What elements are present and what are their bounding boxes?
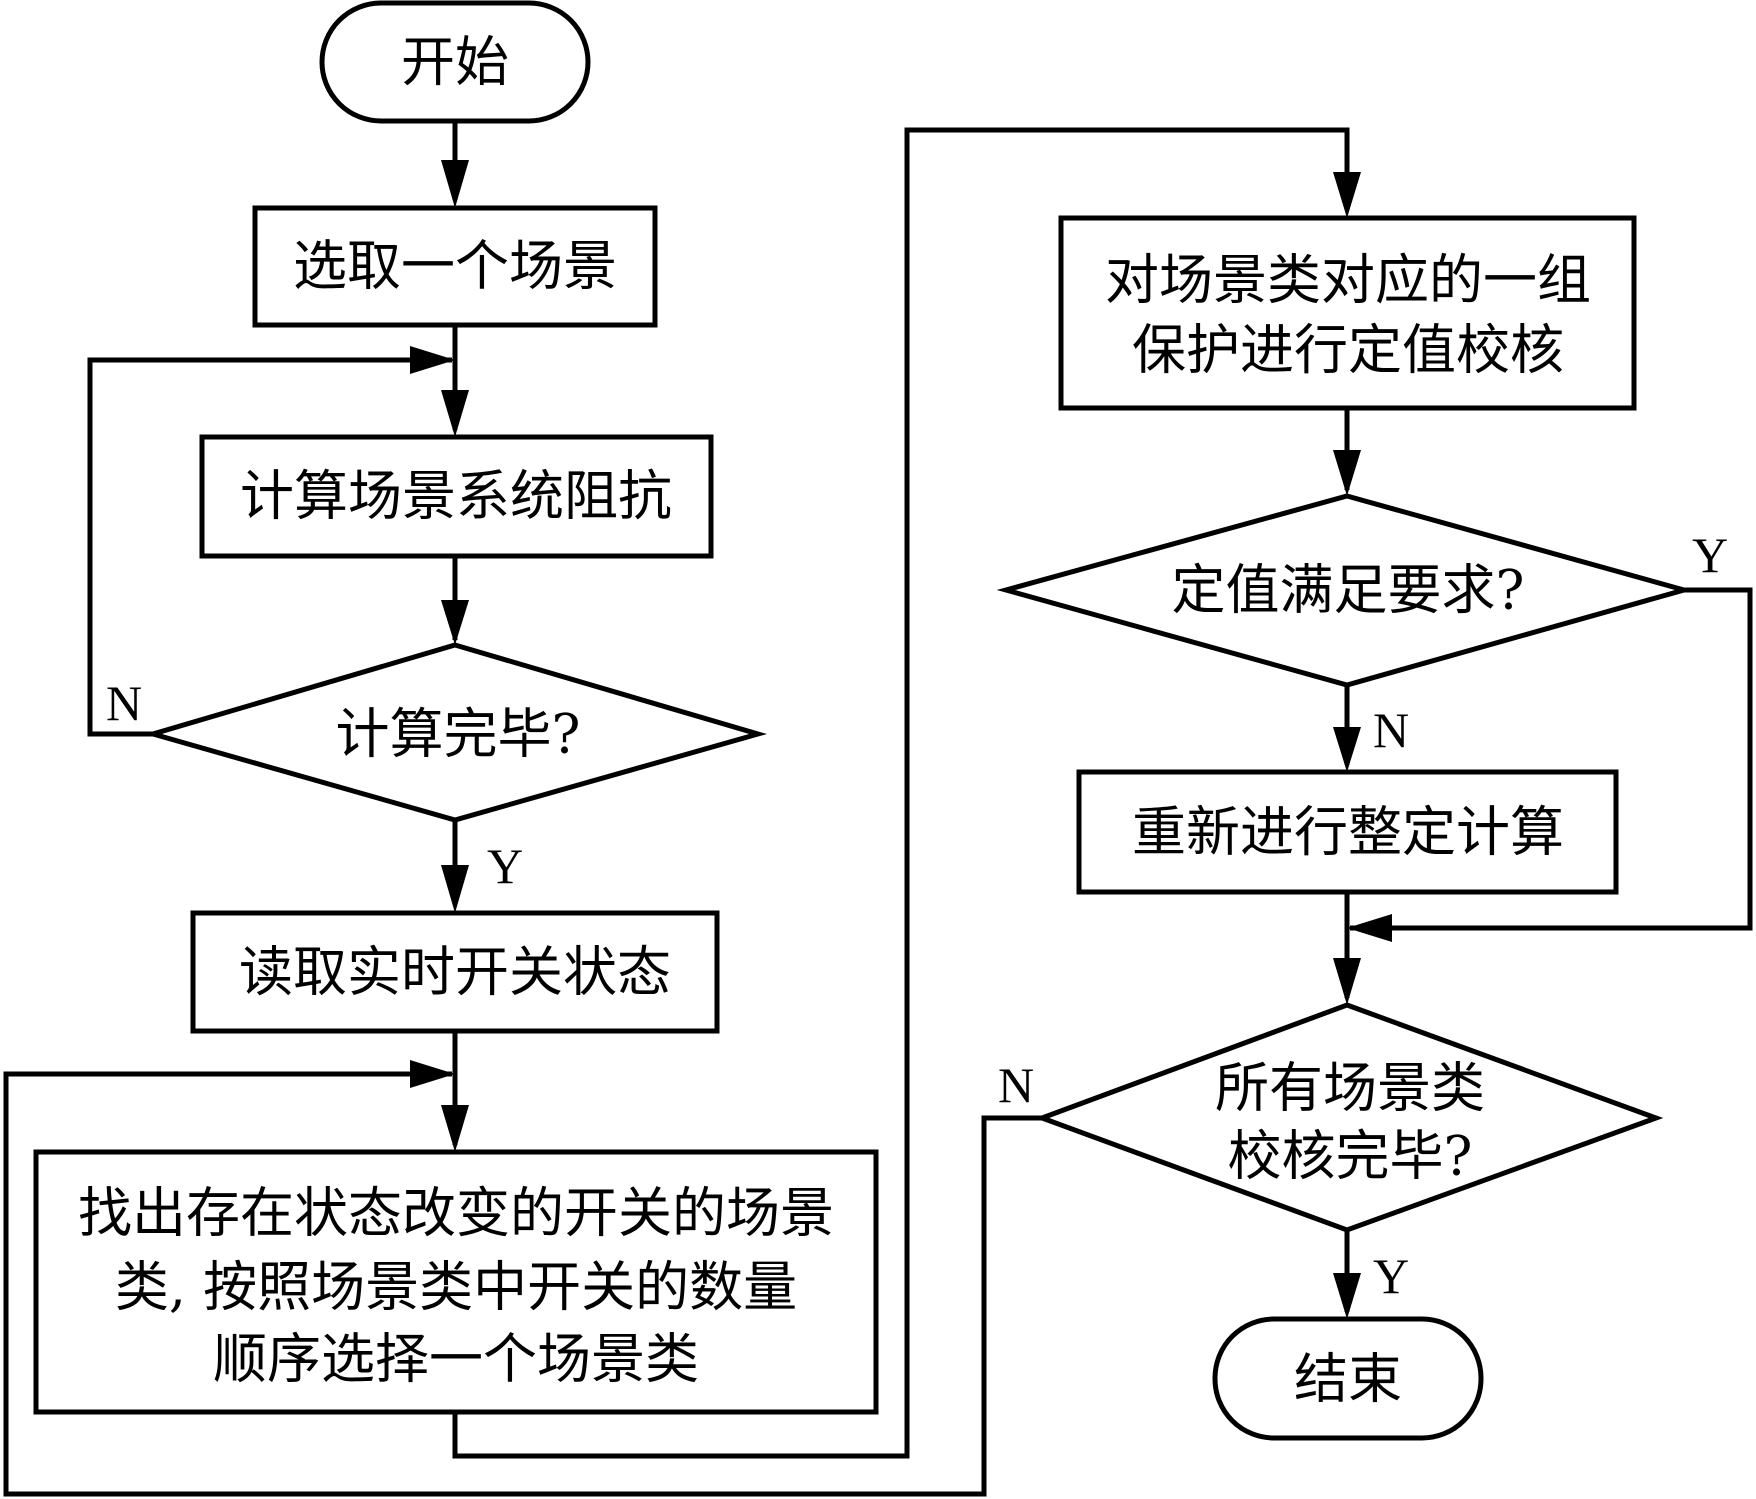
all-checked-yes-label: Y — [1373, 1248, 1409, 1304]
edge-settings-ok-yes — [1350, 587, 1753, 931]
start-label: 开始 — [401, 31, 509, 94]
check-settings-line-2: 保护进行定值校核 — [1132, 319, 1564, 382]
edge-all-checked-no-loop — [3, 1071, 1042, 1497]
settings-ok-yes-label: Y — [1692, 527, 1728, 583]
arrowhead-right-icon — [410, 346, 455, 374]
decision-settings-ok: 定值满足要求? — [996, 493, 1694, 688]
settings-ok-no-label: N — [1373, 702, 1409, 758]
calc-impedance-label: 计算场景系统阻抗 — [240, 465, 672, 528]
start-terminal: 开始 — [319, 0, 591, 124]
arrowhead-down-icon — [1333, 1273, 1361, 1319]
find-class-line-3: 顺序选择一个场景类 — [213, 1328, 699, 1391]
settings-ok-label: 定值满足要求? — [1172, 559, 1525, 622]
edge-calc-done-no-loop — [87, 357, 452, 737]
arrowhead-down-icon — [441, 160, 469, 208]
process-read-switch: 读取实时开关状态 — [190, 910, 720, 1034]
calc-done-yes-label: Y — [487, 838, 523, 894]
all-checked-line-2: 校核完毕? — [1228, 1125, 1473, 1188]
arrowhead-down-icon — [441, 1105, 469, 1152]
edge-find-class-to-check-settings — [452, 127, 1350, 1459]
check-settings-line-1: 对场景类对应的一组 — [1105, 249, 1591, 312]
arrowhead-right-icon — [410, 1060, 455, 1088]
calc-done-no-label: N — [106, 675, 142, 731]
decision-calc-done: 计算完毕? — [144, 642, 768, 823]
find-class-line-1: 找出存在状态改变的开关的场景 — [78, 1182, 834, 1245]
process-find-class: 找出存在状态改变的开关的场景 类, 按照场景类中开关的数量 顺序选择一个场景类 — [33, 1149, 879, 1415]
arrowhead-left-icon — [1347, 914, 1392, 942]
arrowhead-down-icon — [441, 600, 469, 645]
arrowhead-down-icon — [441, 390, 469, 437]
read-switch-label: 读取实时开关状态 — [239, 941, 671, 1004]
select-scene-label: 选取一个场景 — [293, 235, 617, 298]
process-calc-impedance: 计算场景系统阻抗 — [199, 434, 714, 559]
arrowhead-down-icon — [1333, 727, 1361, 772]
all-checked-no-label: N — [998, 1057, 1034, 1113]
process-recalc: 重新进行整定计算 — [1076, 769, 1619, 895]
recalc-label: 重新进行整定计算 — [1132, 801, 1564, 864]
end-label: 结束 — [1294, 1348, 1402, 1411]
arrowhead-down-icon — [1333, 958, 1361, 1005]
arrowhead-down-icon — [1333, 450, 1361, 496]
end-terminal: 结束 — [1212, 1316, 1484, 1441]
arrowhead-down-icon — [1333, 172, 1361, 218]
decision-all-checked: 所有场景类 校核完毕? — [1034, 1002, 1664, 1233]
all-checked-line-1: 所有场景类 — [1215, 1057, 1485, 1120]
process-select-scene: 选取一个场景 — [252, 205, 658, 328]
process-check-settings: 对场景类对应的一组 保护进行定值校核 — [1058, 215, 1637, 411]
calc-done-label: 计算完毕? — [336, 703, 581, 766]
arrowhead-down-icon — [441, 865, 469, 913]
find-class-line-2: 类, 按照场景类中开关的数量 — [115, 1256, 797, 1319]
